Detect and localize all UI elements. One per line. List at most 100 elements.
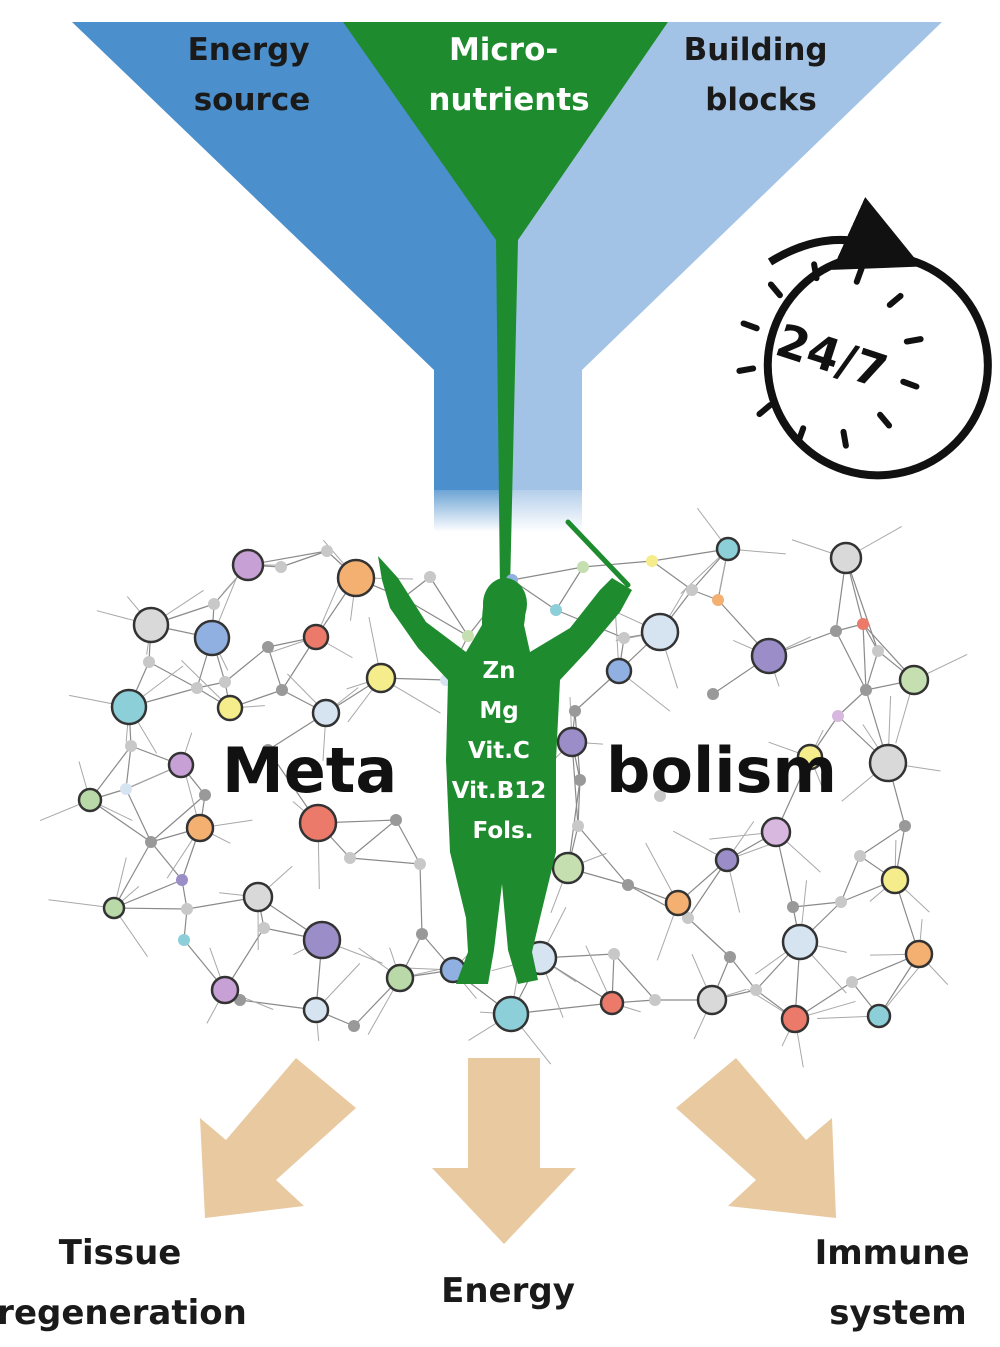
network-dot (390, 814, 402, 826)
network-node (714, 847, 740, 873)
clock-tick (877, 411, 893, 429)
network-node (185, 813, 215, 843)
network-node (868, 743, 908, 783)
network-dot (181, 903, 193, 915)
network-edge (280, 550, 328, 568)
network-dot (258, 922, 270, 934)
network-node (242, 881, 274, 913)
network-node (102, 896, 126, 920)
clock-tick (903, 336, 924, 345)
clock-arrow-icon: 24/7 (736, 197, 992, 480)
immune-system-label: Immune system (815, 1233, 982, 1333)
network-dot (707, 688, 719, 700)
network-node (866, 1003, 892, 1029)
network-node (640, 612, 680, 652)
network-dot (191, 682, 203, 694)
clock-tick (840, 428, 849, 449)
network-edge (89, 799, 152, 843)
network-edge (113, 907, 188, 910)
network-dot (145, 836, 157, 848)
network-dot (830, 625, 842, 637)
network-node (77, 787, 103, 813)
network-dot (462, 630, 474, 642)
network-node (796, 743, 824, 771)
network-edge (511, 566, 584, 581)
network-edge (792, 901, 842, 908)
network-dot (569, 705, 581, 717)
network-edge (150, 841, 183, 881)
arrow-immune (676, 1058, 836, 1218)
network-node (492, 995, 530, 1033)
network-edge (651, 548, 729, 562)
network-dot (414, 858, 426, 870)
network-edge (845, 557, 879, 652)
network-edge (224, 646, 269, 683)
network-node (829, 541, 863, 575)
network-node (781, 923, 819, 961)
network-dot (750, 984, 762, 996)
output-arrows (200, 1058, 836, 1244)
network-dot (577, 561, 589, 573)
network-edge (729, 956, 757, 991)
metabolic-network (39, 507, 968, 1068)
clock-tick (795, 425, 807, 445)
network-dot (724, 951, 736, 963)
network-dot (832, 710, 844, 722)
network-dot (550, 604, 562, 616)
network-node (302, 996, 330, 1024)
network-node (760, 816, 792, 848)
network-dot (646, 555, 658, 567)
network-dot (321, 545, 333, 557)
network-edge (840, 855, 861, 903)
network-edge (837, 689, 867, 717)
network-dot (860, 684, 872, 696)
network-node (605, 657, 633, 685)
funnel-building-blocks (500, 22, 942, 490)
network-dot (199, 789, 211, 801)
network-dot (872, 645, 884, 657)
network-dot (682, 912, 694, 924)
network-edge (349, 857, 421, 865)
clock-tick (740, 320, 760, 332)
arrow-tissue (200, 1058, 356, 1218)
network-dot (120, 783, 132, 795)
network-edge (865, 650, 879, 691)
network-edge (429, 576, 469, 637)
network-node (302, 623, 330, 651)
network-node (880, 865, 910, 895)
funnel-micronutrients (343, 22, 668, 590)
network-edge (150, 794, 206, 843)
network-dot (176, 874, 188, 886)
clock-ticks (736, 261, 924, 449)
clock-label: 24/7 (770, 313, 894, 399)
network-edge (859, 825, 906, 857)
network-dot (219, 676, 231, 688)
network-dot (208, 598, 220, 610)
network-node (715, 536, 741, 562)
conductor-body (378, 556, 632, 984)
funnel-spout-fade-left (434, 480, 504, 532)
network-node (696, 984, 728, 1016)
network-edge (349, 819, 397, 859)
network-edge (577, 779, 581, 827)
network-edge (113, 841, 152, 909)
network-dot (276, 684, 288, 696)
network-edge (862, 623, 867, 691)
network-dot (846, 976, 858, 988)
network-dot (686, 584, 698, 596)
conductor-baton (565, 519, 631, 588)
energy-source-label: Energy source (188, 32, 321, 118)
network-dot (275, 561, 287, 573)
network-node (750, 637, 788, 675)
network-edge (651, 560, 693, 591)
network-node (556, 726, 588, 758)
network-edge (582, 560, 653, 568)
network-dot (344, 852, 356, 864)
network-edge (419, 863, 423, 935)
clock-tick (900, 378, 920, 390)
network-edge (555, 566, 584, 611)
network-edge (125, 788, 152, 843)
network-dot (622, 879, 634, 891)
network-node (336, 558, 376, 598)
